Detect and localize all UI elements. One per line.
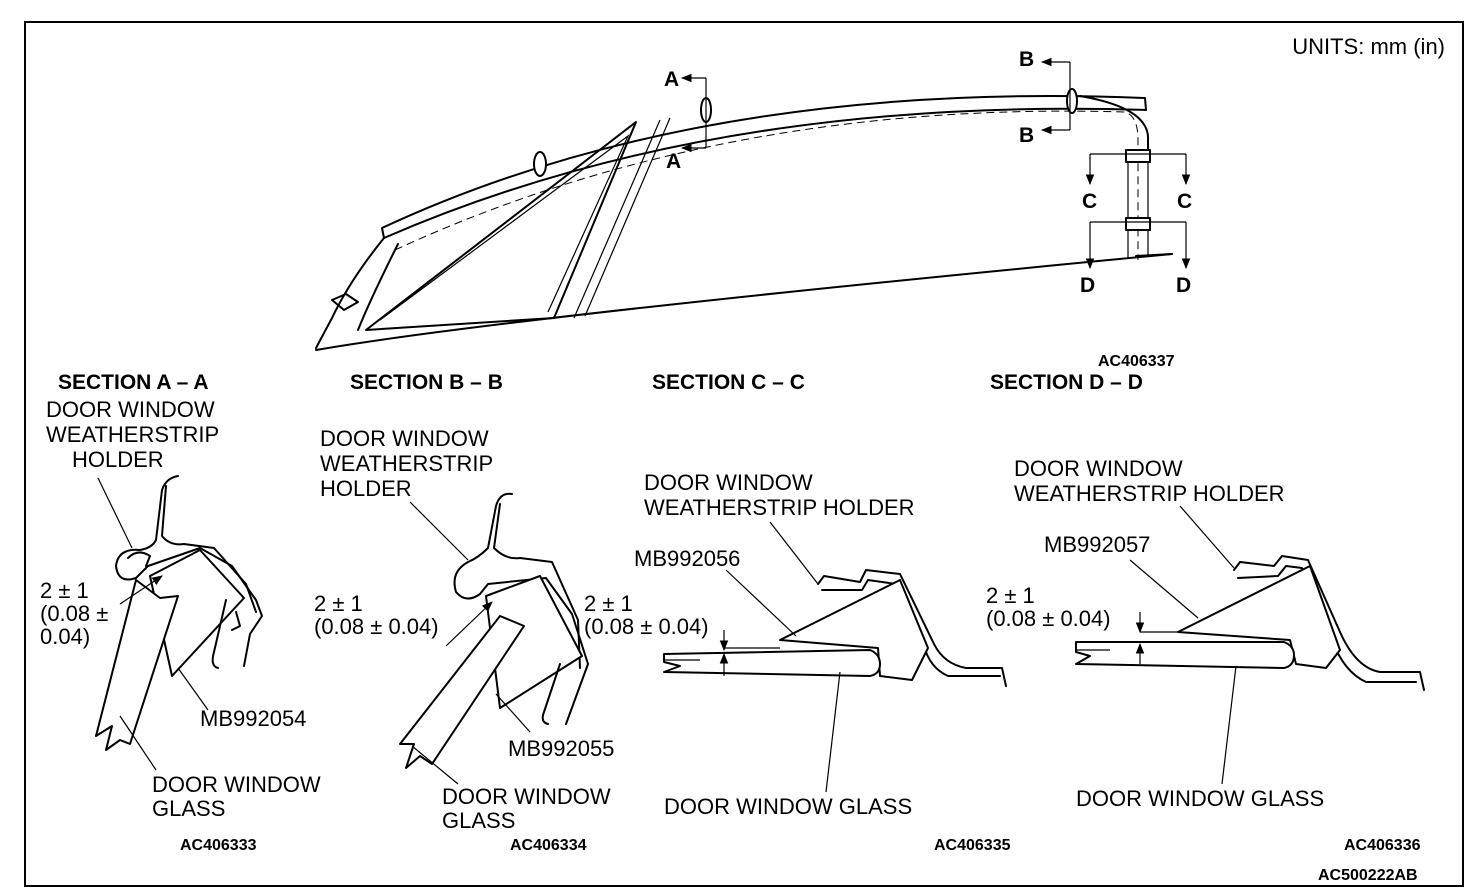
- section-a-holder-line1: DOOR WINDOW: [46, 397, 215, 422]
- section-b-glass-line1: DOOR WINDOW: [442, 784, 611, 809]
- section-a-title: SECTION A – A: [58, 371, 209, 394]
- section-c-dim-line2: (0.08 ± 0.04): [584, 614, 709, 639]
- section-b-dim-line2: (0.08 ± 0.04): [314, 614, 439, 639]
- sheet-id: AC500222AB: [1318, 867, 1418, 884]
- section-d-dim-line2: (0.08 ± 0.04): [986, 606, 1111, 631]
- section-b-holder-line3: HOLDER: [320, 476, 412, 501]
- marker-c-right: C: [1177, 190, 1192, 213]
- section-a-tool-label: MB992054: [200, 706, 306, 731]
- section-d-glass-label: DOOR WINDOW GLASS: [1076, 786, 1324, 811]
- section-a-dim-line1: 2 ± 1: [40, 578, 89, 603]
- section-b-title: SECTION B – B: [350, 371, 503, 394]
- section-marker-d: D D: [1080, 221, 1191, 297]
- section-a-dim-line2: (0.08 ±: [40, 601, 108, 626]
- section-d-figure-id: AC406336: [1344, 837, 1421, 854]
- section-d-dim-line1: 2 ± 1: [986, 583, 1035, 608]
- marker-b-bottom: B: [1019, 124, 1034, 147]
- section-marker-b: B B: [1019, 48, 1071, 147]
- marker-b-top: B: [1019, 48, 1034, 71]
- section-b-tool-label: MB992055: [508, 736, 614, 761]
- section-a-glass-line2: GLASS: [152, 796, 225, 821]
- section-a-holder-line3: HOLDER: [72, 447, 164, 472]
- section-b-drawing: DOOR WINDOW WEATHERSTRIP HOLDER 2 ± 1 (0…: [314, 426, 614, 854]
- section-a-drawing: DOOR WINDOW WEATHERSTRIP HOLDER 2 ± 1 (0…: [40, 397, 321, 854]
- units-label: UNITS: mm (in): [1292, 34, 1445, 59]
- section-a-figure-id: AC406333: [180, 837, 257, 854]
- section-c-drawing: DOOR WINDOW WEATHERSTRIP HOLDER 2 ± 1 (0…: [584, 470, 1011, 854]
- section-c-figure-id: AC406335: [934, 837, 1011, 854]
- section-c-holder-line1: DOOR WINDOW: [644, 470, 813, 495]
- section-marker-a: A A: [664, 68, 707, 173]
- door-overview: A A B B C C D D AC406337: [315, 48, 1192, 370]
- marker-d-left: D: [1080, 274, 1095, 297]
- section-b-holder-line2: WEATHERSTRIP: [320, 451, 493, 476]
- section-b-dim-line1: 2 ± 1: [314, 591, 363, 616]
- section-c-glass-label: DOOR WINDOW GLASS: [664, 794, 912, 819]
- section-d-title: SECTION D – D: [990, 371, 1143, 394]
- section-d-drawing: DOOR WINDOW WEATHERSTRIP HOLDER 2 ± 1 (0…: [986, 456, 1425, 854]
- section-a-glass-line1: DOOR WINDOW: [152, 772, 321, 797]
- overview-figure-id: AC406337: [1098, 353, 1175, 370]
- diagram-frame: [24, 21, 1464, 887]
- marker-c-left: C: [1082, 190, 1097, 213]
- section-d-tool-label: MB992057: [1044, 532, 1150, 557]
- section-c-holder-line2: WEATHERSTRIP HOLDER: [644, 495, 915, 520]
- marker-d-right: D: [1176, 274, 1191, 297]
- section-c-dim-line1: 2 ± 1: [584, 591, 633, 616]
- section-b-figure-id: AC406334: [510, 837, 587, 854]
- section-a-dim-line3: 0.04): [40, 624, 90, 649]
- section-b-glass-line2: GLASS: [442, 808, 515, 833]
- section-marker-c: C C: [1082, 153, 1192, 213]
- marker-a-top: A: [664, 68, 679, 91]
- section-c-tool-label: MB992056: [634, 546, 740, 571]
- section-d-holder-line2: WEATHERSTRIP HOLDER: [1014, 481, 1285, 506]
- marker-a-bottom: A: [666, 150, 681, 173]
- section-a-holder-line2: WEATHERSTRIP: [46, 422, 219, 447]
- section-b-holder-line1: DOOR WINDOW: [320, 426, 489, 451]
- section-c-title: SECTION C – C: [652, 371, 805, 394]
- section-d-holder-line1: DOOR WINDOW: [1014, 456, 1183, 481]
